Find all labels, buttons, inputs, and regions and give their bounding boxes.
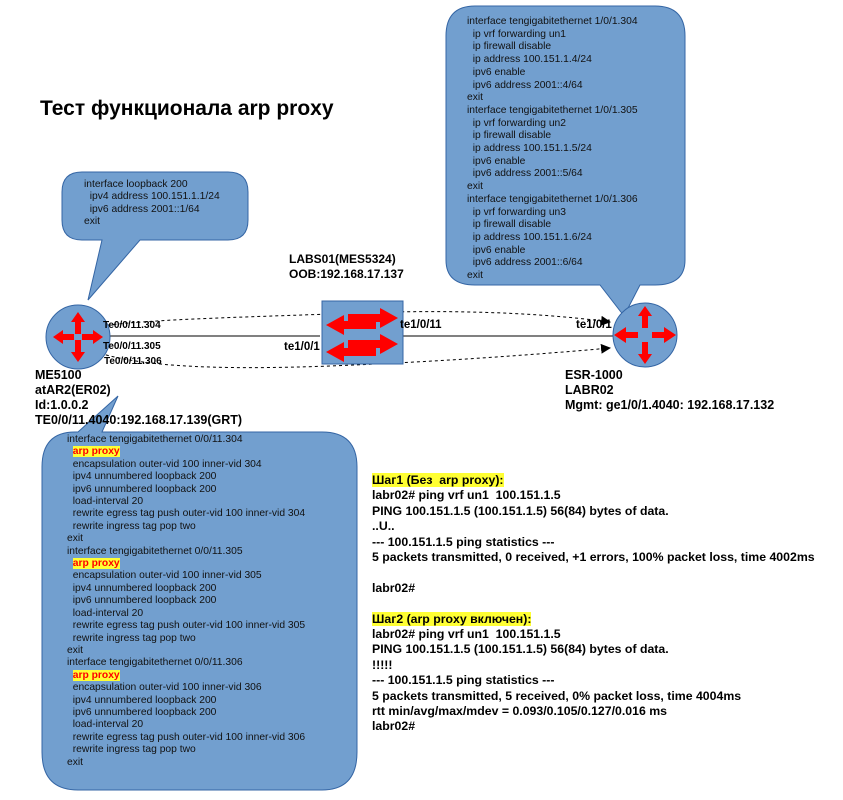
loopback-config-text: interface loopback 200 ipv4 address 100.… <box>84 179 220 229</box>
ping-step-line: labr02# ping vrf un1 100.151.1.5 <box>372 488 561 503</box>
me5100-config-line: load-interval 20 <box>67 607 144 619</box>
esr-config-line: exit <box>467 92 484 104</box>
ping-step-line: PING 100.151.1.5 (100.151.1.5) 56(84) by… <box>372 642 669 657</box>
loopback-callout-bubble <box>61 171 249 301</box>
port-te0-304-label: Te0/0/11.304 <box>103 320 161 331</box>
link-te0-306-dashed <box>77 343 611 369</box>
ping-step-line <box>372 565 815 580</box>
esr-config-line: ip address 100.151.1.5/24 <box>467 143 592 155</box>
ping-step-line: Шаг2 (arp proxy включен): <box>372 611 815 627</box>
me5100-config-line: ipv4 unnumbered loopback 200 <box>67 582 217 594</box>
ping-step-line <box>372 596 815 611</box>
ping-step-line: labr02# <box>372 719 416 734</box>
esr-config-line: ip address 100.151.1.4/24 <box>467 54 592 66</box>
ping-step-line: labr02# ping vrf un1 100.151.1.5 <box>372 627 561 642</box>
arp-proxy-highlight: arp proxy <box>72 558 120 570</box>
ping-step-line: !!!!! <box>372 657 393 672</box>
ping-step-line: PING 100.151.1.5 (100.151.1.5) 56(84) by… <box>372 503 669 518</box>
me5100-config-line: ipv6 unnumbered loopback 200 <box>67 706 217 718</box>
esr-config-line: interface tengigabitethernet 1/0/1.305 <box>467 104 638 116</box>
me5100-config-line: arp proxy <box>67 558 305 570</box>
me5100-callout-bubble <box>41 395 358 791</box>
loopback-config-line: ipv4 address 100.151.1.1/24 <box>84 191 220 203</box>
me5100-config-line: rewrite ingress tag pop two <box>67 744 196 756</box>
esr-config-line: ip vrf forwarding un3 <box>467 206 567 218</box>
port-te0-305-label: Te0/0/11.305 <box>103 341 161 352</box>
me5100-config-line: exit <box>67 533 84 545</box>
esr-label: ESR-1000 LABR02 Mgmt: ge1/0/1.4040: 192.… <box>565 368 775 412</box>
me5100-router-icon <box>45 304 111 370</box>
step-heading: Шаг1 (Без arp proxy): <box>372 473 504 487</box>
esr-router-icon <box>612 302 678 368</box>
ping-step-line: 5 packets transmitted, 0 received, +1 er… <box>372 550 815 565</box>
ping-step-line: rtt min/avg/max/mdev = 0.093/0.105/0.127… <box>372 704 667 719</box>
me5100-config-line: rewrite ingress tag pop two <box>67 632 196 644</box>
me5100-config-line: load-interval 20 <box>67 719 144 731</box>
me5100-config-line: rewrite egress tag push outer-vid 100 in… <box>67 508 306 520</box>
me5100-config-line: ipv4 unnumbered loopback 200 <box>67 471 217 483</box>
me5100-config-line: encapsulation outer-vid 100 inner-vid 30… <box>67 570 262 582</box>
ping-step-line: --- 100.151.1.5 ping statistics --- <box>372 673 555 688</box>
ping-step-line: labr02# <box>372 580 416 595</box>
esr-config-line: ipv6 enable <box>467 66 526 78</box>
esr-config-line: ipv6 address 2001::6/64 <box>467 257 583 269</box>
esr-config-line: ipv6 address 2001::5/64 <box>467 168 583 180</box>
me5100-label: ME5100 atAR2(ER02) Id:1.0.0.2 TE0/0/11.4… <box>35 368 243 427</box>
me5100-config-line: ipv6 unnumbered loopback 200 <box>67 483 217 495</box>
switch-label: LABS01(MES5324) OOB:192.168.17.137 <box>289 252 404 281</box>
esr-callout-bubble <box>445 5 686 317</box>
page-title: Тест функционала arp proxy <box>40 97 334 120</box>
switch-port-left-label: te1/0/1 <box>284 341 320 353</box>
ping-step-line: --- 100.151.1.5 ping statistics --- <box>372 534 555 549</box>
esr-config-line: ip firewall disable <box>467 41 552 53</box>
me5100-config-line: interface tengigabitethernet 0/0/11.305 <box>67 545 243 557</box>
step-heading: Шаг2 (arp proxy включен): <box>372 611 532 626</box>
me5100-config-line: arp proxy <box>67 446 305 458</box>
loopback-config-line: interface loopback 200 <box>84 179 188 190</box>
esr-config-line: exit <box>467 270 484 282</box>
me5100-config-line: ipv6 unnumbered loopback 200 <box>67 595 217 607</box>
me5100-config-line: encapsulation outer-vid 100 inner-vid 30… <box>67 458 262 470</box>
esr-config-text: interface tengigabitethernet 1/0/1.304 i… <box>467 16 638 283</box>
arp-proxy-highlight: arp proxy <box>72 446 120 458</box>
switch-port-right-label: te1/0/11 <box>400 319 442 331</box>
me5100-config-text: interface tengigabitethernet 0/0/11.304 … <box>67 434 305 769</box>
ping-step-line: 5 packets transmitted, 5 received, 0% pa… <box>372 688 742 703</box>
esr-config-line: ip vrf forwarding un2 <box>467 117 567 129</box>
me5100-config-line: rewrite egress tag push outer-vid 100 in… <box>67 731 306 743</box>
esr-config-line: ipv6 enable <box>467 244 526 256</box>
me5100-config-line: exit <box>67 756 84 768</box>
esr-port-label: te1/0/1 <box>576 319 612 331</box>
loopback-config-line: exit <box>84 216 101 228</box>
me5100-config-line: ipv4 unnumbered loopback 200 <box>67 694 217 706</box>
esr-config-line: ipv6 enable <box>467 155 526 167</box>
esr-config-line: ip firewall disable <box>467 130 552 142</box>
me5100-config-line: interface tengigabitethernet 0/0/11.306 <box>67 657 243 669</box>
me5100-config-line: interface tengigabitethernet 0/0/11.304 <box>67 434 243 445</box>
ping-test-steps: Шаг1 (Без arp proxy):labr02# ping vrf un… <box>372 473 815 735</box>
me5100-config-line: encapsulation outer-vid 100 inner-vid 30… <box>67 682 262 694</box>
esr-config-line: ipv6 address 2001::4/64 <box>467 79 583 91</box>
esr-config-line: exit <box>467 181 484 193</box>
ping-step-line: ..U.. <box>372 519 395 534</box>
esr-config-line: interface tengigabitethernet 1/0/1.306 <box>467 193 638 205</box>
esr-config-line: interface tengigabitethernet 1/0/1.304 <box>467 16 638 27</box>
loopback-config-line: ipv6 address 2001::1/64 <box>84 203 200 215</box>
me5100-config-line: rewrite ingress tag pop two <box>67 520 196 532</box>
esr-config-line: ip address 100.151.1.6/24 <box>467 231 592 243</box>
me5100-config-line: arp proxy <box>67 669 305 682</box>
me5100-config-line: load-interval 20 <box>67 496 144 508</box>
port-te0-306-label: Te0/0/11.306 <box>104 356 162 367</box>
me5100-config-line: exit <box>67 644 84 656</box>
esr-config-line: ip firewall disable <box>467 219 552 231</box>
switch-arrows-icon <box>326 308 398 362</box>
esr-config-line: ip vrf forwarding un1 <box>467 28 567 40</box>
me5100-config-line: rewrite egress tag push outer-vid 100 in… <box>67 620 306 632</box>
arp-proxy-highlight: arp proxy <box>72 669 120 681</box>
ping-step-line: Шаг1 (Без arp proxy): <box>372 473 815 488</box>
